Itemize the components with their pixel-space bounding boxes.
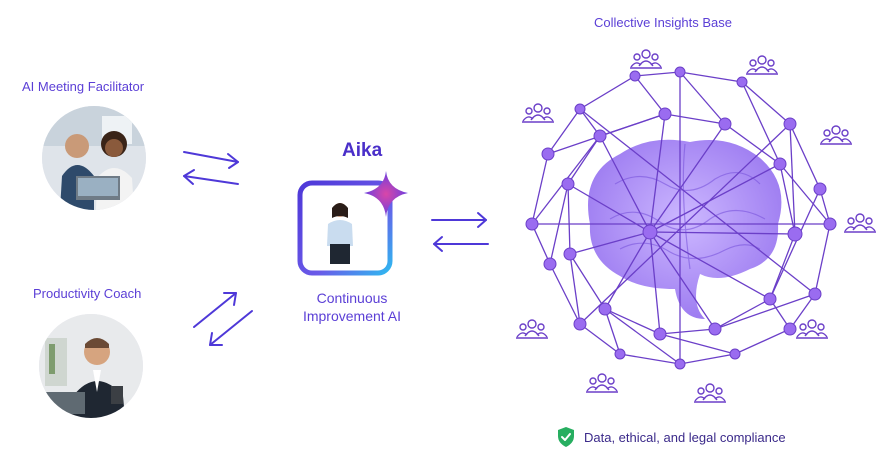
aika-logo-icon	[300, 134, 334, 164]
center-to-base-arrows-icon	[431, 212, 489, 252]
meeting-facilitator-avatar	[42, 106, 146, 210]
center-caption-line1: Continuous	[316, 290, 388, 306]
productivity-coach-label: Productivity Coach	[33, 286, 142, 301]
brain-network-sphere-icon	[525, 66, 837, 370]
compliance-text: Data, ethical, and legal compliance	[584, 430, 786, 445]
center-caption-line2: Improvement AI	[302, 308, 402, 324]
aika-brand-name: Aika	[342, 140, 383, 161]
shield-check-icon	[558, 427, 574, 447]
collective-insights-title: Collective Insights Base	[594, 15, 733, 30]
assistant-woman-avatar	[320, 200, 360, 266]
meeting-facilitator-label: AI Meeting Facilitator	[22, 79, 145, 94]
diagonal-arrows-icon	[193, 292, 253, 346]
productivity-coach-avatar	[39, 314, 143, 418]
bidirectional-arrows-icon	[183, 151, 239, 185]
